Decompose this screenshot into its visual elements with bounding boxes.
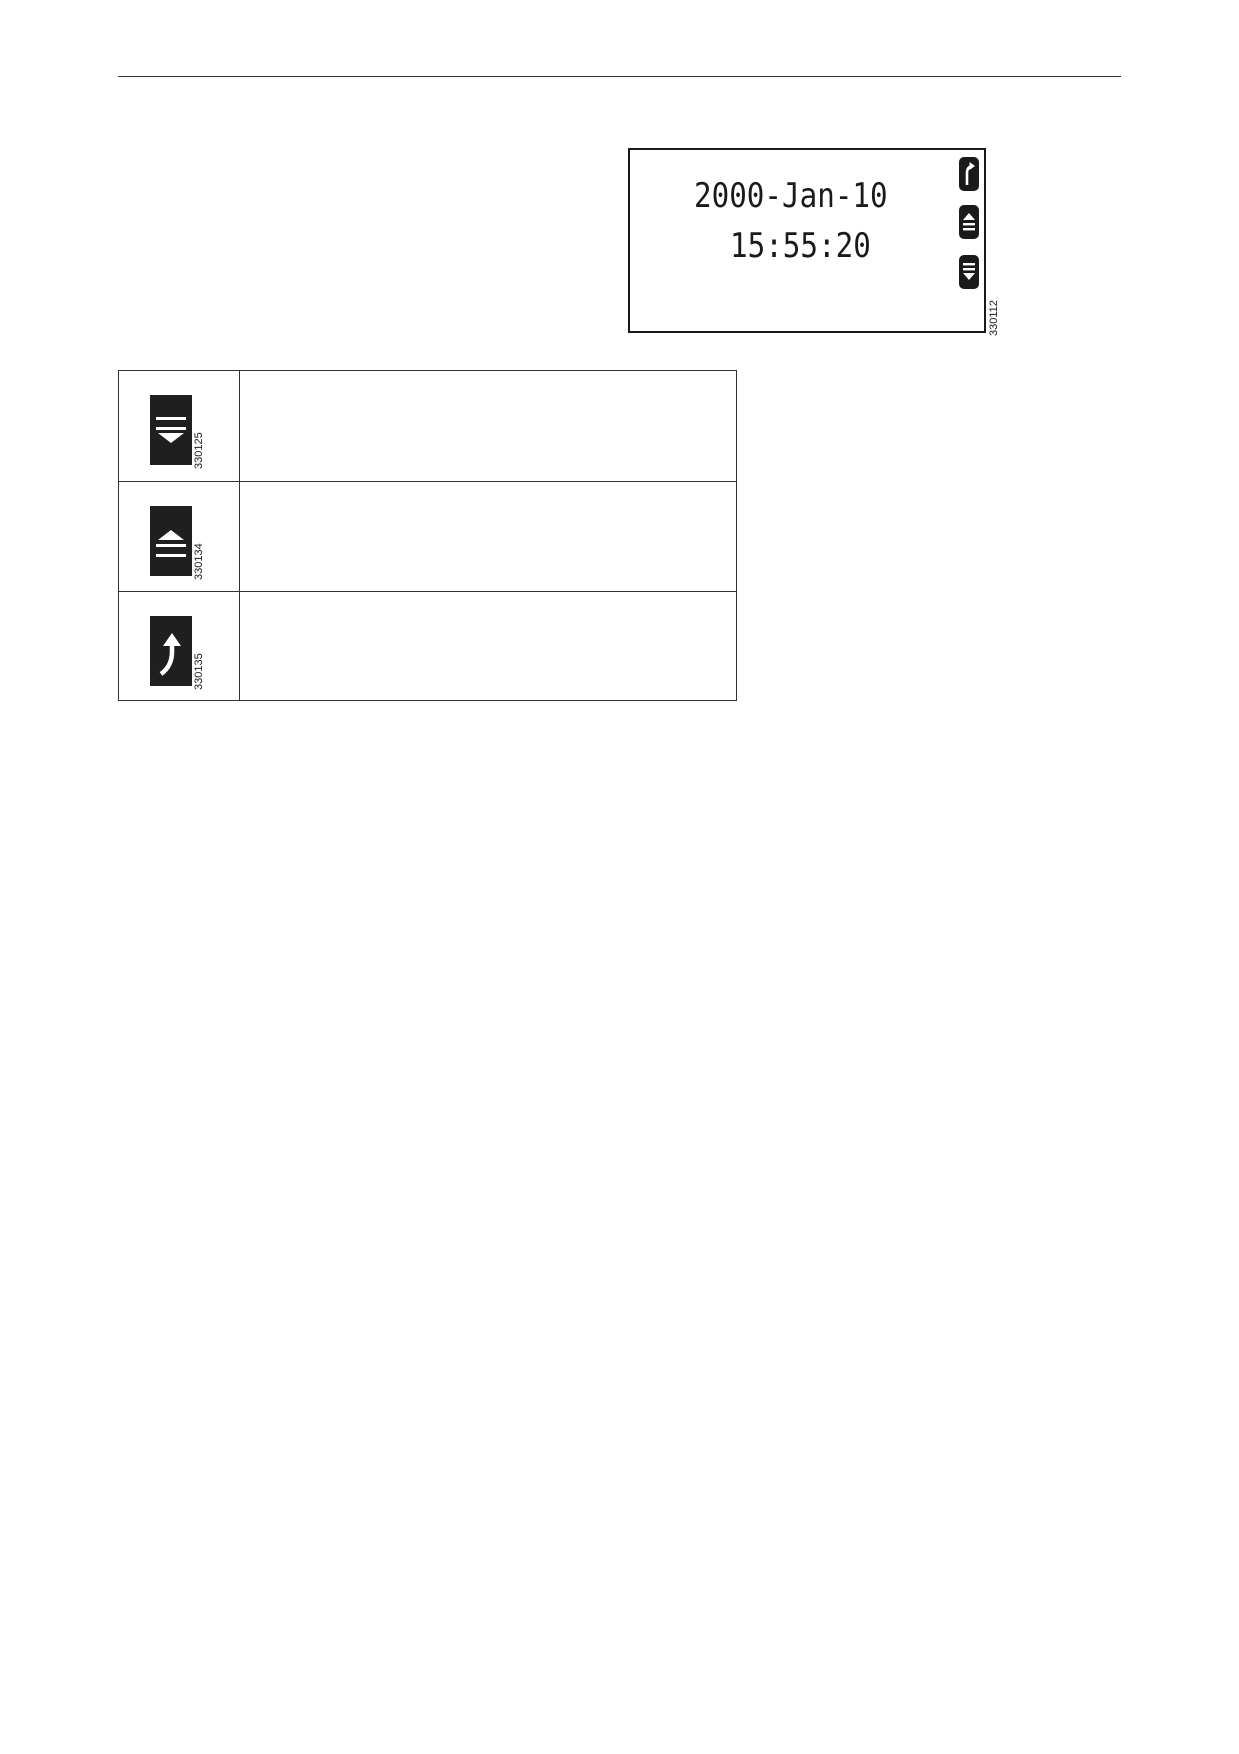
display-time: 15:55:20 <box>730 226 871 266</box>
display-date: 2000-Jan-10 <box>694 176 888 216</box>
table-row: 330135 <box>119 591 736 700</box>
column-divider <box>239 371 240 481</box>
return-key-icon <box>150 616 192 686</box>
lcd-display: 2000-Jan-10 15:55:20 <box>628 148 986 333</box>
scroll-down-key-icon <box>150 395 192 465</box>
key-table: 330125 330134 330135 <box>118 370 737 701</box>
table-row: 330125 <box>119 371 736 481</box>
scroll-up-key-icon <box>150 506 192 576</box>
down-arrow-icon <box>959 255 979 289</box>
column-divider <box>239 482 240 591</box>
display-figure-code: 330112 <box>988 300 1000 336</box>
return-arrow-icon <box>959 157 979 191</box>
key-figure-code: 330134 <box>193 543 205 580</box>
key-figure-code: 330135 <box>193 653 205 690</box>
column-divider <box>239 592 240 700</box>
key-figure-code: 330125 <box>193 432 205 469</box>
table-row: 330134 <box>119 481 736 591</box>
up-arrow-icon <box>959 205 979 239</box>
header-rule <box>118 76 1121 77</box>
